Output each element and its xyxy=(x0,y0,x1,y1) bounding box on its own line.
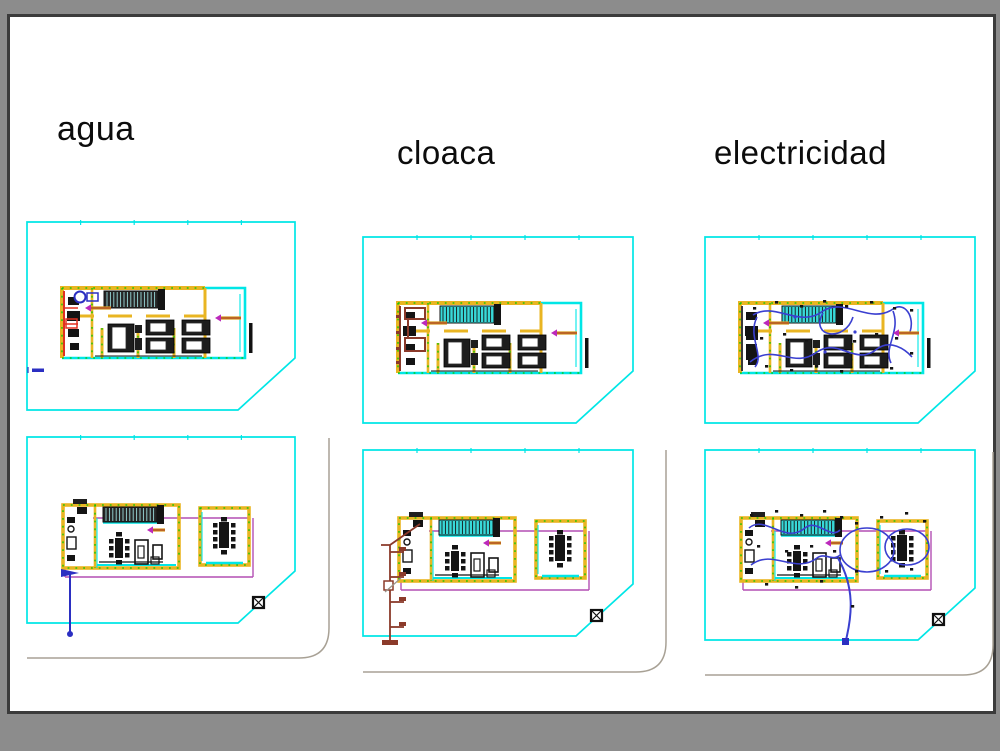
panel-cloaca-upper xyxy=(362,235,634,424)
plot-boundary xyxy=(26,436,296,624)
panel-agua-lower xyxy=(26,435,296,637)
sheet-cloaca xyxy=(363,450,667,673)
panel-electricidad-lower xyxy=(704,448,976,645)
plot-boundary xyxy=(362,449,634,637)
panel-agua-upper xyxy=(26,220,296,411)
panel-electricidad-upper xyxy=(704,235,976,424)
column-title-agua: agua xyxy=(57,110,135,148)
plot-boundary xyxy=(704,236,976,424)
column-title-cloaca: cloaca xyxy=(397,134,496,171)
plot-boundary xyxy=(26,221,296,411)
plot-boundary xyxy=(362,236,634,424)
sheet-agua xyxy=(27,438,330,659)
plot-boundary xyxy=(704,449,976,641)
column-title-electricidad: electricidad xyxy=(714,134,887,171)
sheet-electricidad xyxy=(705,452,994,676)
panel-cloaca-lower xyxy=(362,448,634,645)
